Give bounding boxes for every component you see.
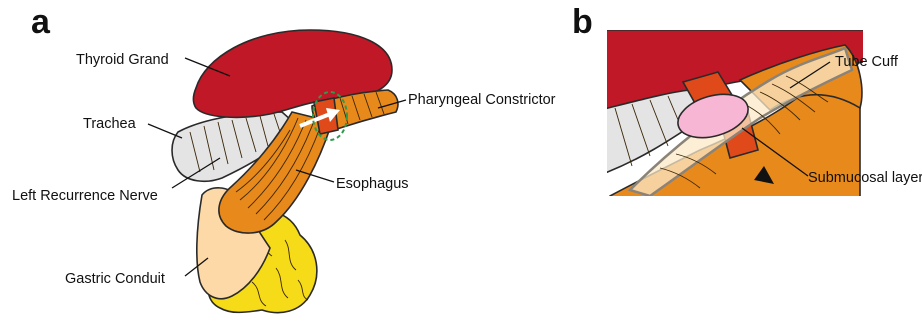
panel-letter-a: a — [31, 3, 51, 41]
label-submucosal: Submucosal layer — [808, 170, 922, 186]
label-thyroid: Thyroid Grand — [76, 52, 169, 68]
label-esophagus: Esophagus — [336, 176, 409, 192]
label-gastric: Gastric Conduit — [65, 271, 165, 287]
label-nerve: Left Recurrence Nerve — [12, 188, 158, 204]
leader-trachea — [148, 124, 182, 138]
label-tube-cuff: Tube Cuff — [835, 54, 899, 70]
label-pharyngeal: Pharyngeal Constrictor — [408, 92, 556, 108]
panel-letter-b: b — [572, 3, 593, 41]
label-trachea: Trachea — [83, 116, 137, 132]
